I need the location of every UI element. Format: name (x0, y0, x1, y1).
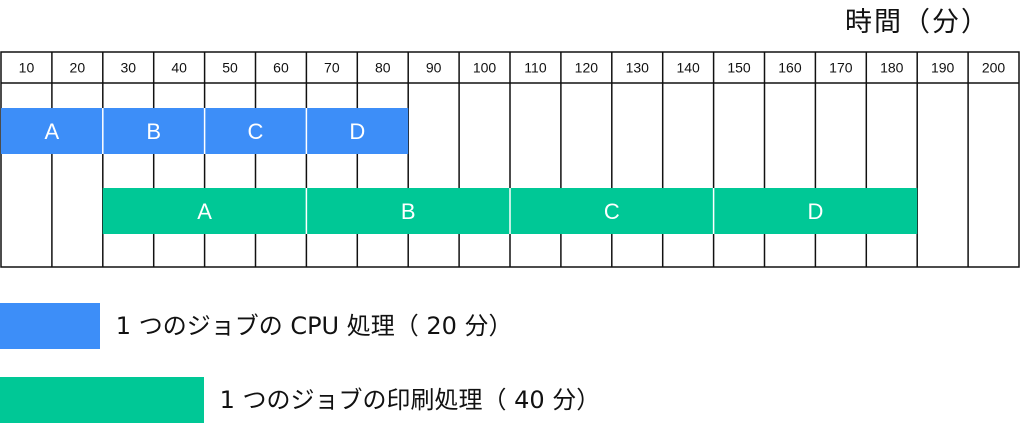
legend-cpu-swatch (0, 303, 100, 349)
time-tick-label: 200 (982, 60, 1006, 76)
legend-print: 1 つのジョブの印刷処理（ 40 分） (0, 377, 600, 423)
cpu-job-bar (204, 108, 307, 154)
cpu-job-label: C (248, 119, 264, 144)
time-unit-label: 時間（分） (845, 7, 990, 38)
time-tick-label: 80 (375, 60, 391, 76)
job-timeline-grid: 10 20 30 40 50 60 70 80 90 100 110 120 130 140 150 160 1… (0, 51, 1020, 268)
time-tick-label: 20 (70, 60, 86, 76)
print-job-bar (102, 188, 307, 234)
legend-cpu-label: 1 つのジョブの CPU 処理（ 20 分） (115, 312, 513, 340)
cpu-job-label: B (146, 119, 161, 144)
print-job-label: D (807, 199, 823, 224)
time-tick-label: 100 (473, 60, 497, 76)
cpu-job-bar (102, 108, 205, 154)
time-tick-label: 40 (171, 60, 187, 76)
legend-cpu: 1 つのジョブの CPU 処理（ 20 分） (0, 303, 513, 349)
time-tick-label: 140 (676, 60, 700, 76)
print-job-bar (306, 188, 510, 234)
time-tick-label: 30 (120, 60, 136, 76)
print-job-bar (713, 188, 918, 234)
time-tick-label: 70 (324, 60, 340, 76)
print-job-label: C (604, 199, 620, 224)
legend-print-label: 1 つのジョブの印刷処理（ 40 分） (219, 386, 601, 414)
time-tick-label: 90 (426, 60, 442, 76)
time-tick-label: 10 (19, 60, 35, 76)
time-tick-label: 150 (727, 60, 751, 76)
print-job-label: A (197, 199, 212, 224)
time-tick-label: 50 (222, 60, 238, 76)
time-tick-label: 160 (778, 60, 802, 76)
cpu-job-label: A (45, 119, 60, 144)
time-tick-label: 60 (273, 60, 289, 76)
cpu-job-bar (306, 108, 409, 154)
time-tick-label: 190 (931, 60, 955, 76)
time-tick-label: 110 (524, 60, 547, 76)
print-job-label: B (401, 199, 416, 224)
cpu-job-label: D (349, 119, 365, 144)
time-tick-label: 170 (829, 60, 853, 76)
legend-print-swatch (0, 377, 204, 423)
print-job-bar (510, 188, 714, 234)
time-tick-label: 120 (575, 60, 599, 76)
time-tick-label: 180 (880, 60, 904, 76)
cpu-job-bar (1, 108, 103, 154)
time-tick-label: 130 (626, 60, 650, 76)
